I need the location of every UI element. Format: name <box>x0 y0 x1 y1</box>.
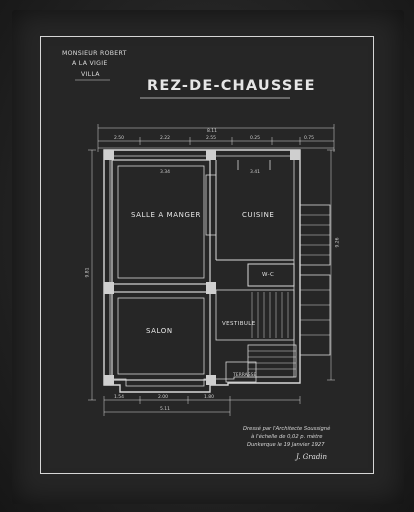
room-vestibule: VESTIBULE <box>222 321 256 327</box>
dimension-overall-bottom: 5.11 <box>160 407 171 412</box>
drawing-border <box>40 36 374 474</box>
note-scale: à l'échelle de 0,02 p. mètre <box>251 434 323 440</box>
room-wc: W-C <box>262 272 275 278</box>
dimension-overall-top: 8.11 <box>207 129 218 134</box>
dimension-top-c: 2.55 <box>206 136 217 141</box>
dimension-top-b: 2.22 <box>160 136 171 141</box>
room-terrace: TERRASSE <box>233 373 257 378</box>
client-location: A LA VIGIE <box>72 60 108 67</box>
dimension-inner-left: 3.34 <box>160 170 171 175</box>
dimension-bottom-c: 1.80 <box>204 395 215 400</box>
plan-title: REZ-DE-CHAUSSEE <box>147 78 316 94</box>
room-salon: SALON <box>146 327 173 335</box>
dimension-top-d: 0.25 <box>250 136 261 141</box>
dimension-bottom-a: 1.54 <box>114 395 125 400</box>
note-date: Dunkerque le 19 Janvier 1927 <box>247 442 325 448</box>
architect-signature: J. Gradin <box>296 453 328 461</box>
dimension-top-a: 2.50 <box>114 136 125 141</box>
building-type: VILLA <box>81 71 100 78</box>
dimension-right-height: 9.26 <box>335 237 341 248</box>
paper <box>12 10 404 504</box>
room-dining: SALLE A MANGER <box>131 211 201 219</box>
dimension-top-e: 0.75 <box>304 136 315 141</box>
dimension-inner-right: 3.41 <box>250 170 261 175</box>
room-kitchen: CUISINE <box>242 211 275 219</box>
dimension-bottom-b: 2.00 <box>158 395 169 400</box>
dimension-left-height: 9.81 <box>85 267 91 278</box>
note-drawn-by: Dressé par l'Architecte Soussigné <box>243 426 331 432</box>
client-name: MONSIEUR ROBERT <box>62 50 127 57</box>
